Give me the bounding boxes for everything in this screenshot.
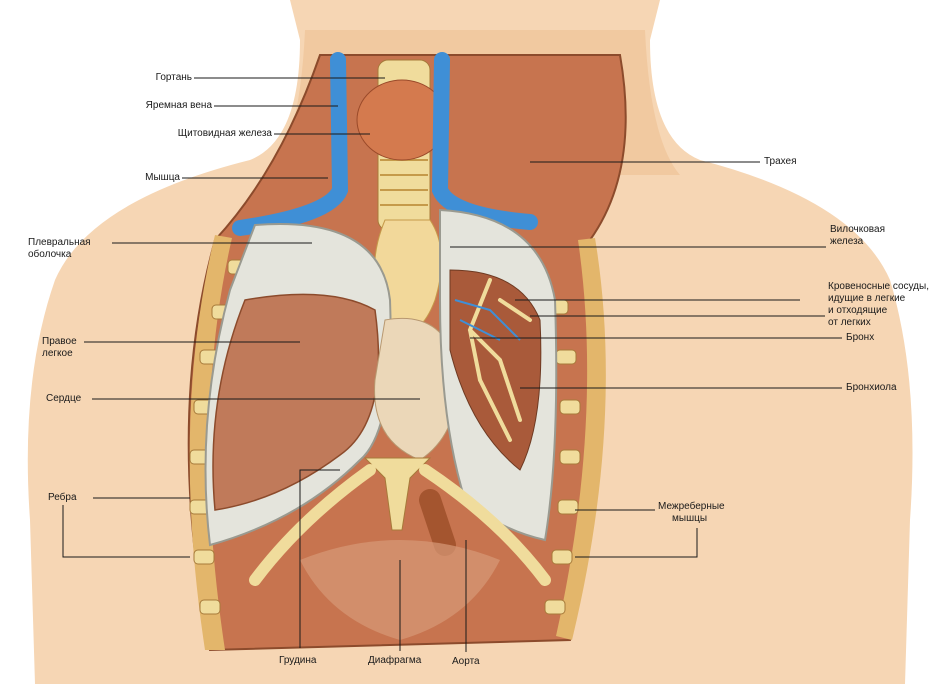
left-rib-strip (189, 235, 232, 650)
label-pleura-line2: оболочка (28, 249, 72, 260)
label-bronchus: Бронх (846, 332, 875, 343)
label-heart: Сердце (46, 393, 82, 404)
label-thymus-line1: Вилочковая (830, 224, 885, 235)
label-right-lung-line1: Правое (42, 336, 77, 347)
label-bronchiole: Бронхиола (846, 382, 897, 393)
right-lung (212, 293, 380, 511)
costal-arch-left (249, 464, 376, 586)
label-trachea: Трахея (764, 156, 797, 167)
label-jugular-vein: Яремная вена (145, 100, 212, 111)
label-vessels-line1: Кровеносные сосуды, (828, 281, 929, 292)
label-vessels-line4: от легких (828, 317, 871, 328)
bronchial-tree (467, 278, 532, 442)
sternum (363, 457, 432, 531)
label-intercostal-line2: мышцы (672, 513, 707, 524)
heart (374, 317, 458, 461)
label-right-lung-line2: легкое (42, 348, 73, 359)
costal-arch-right (419, 464, 551, 586)
label-diaphragm: Диафрагма (368, 655, 422, 666)
label-intercostal-line1: Межреберные (658, 501, 725, 512)
label-pleura-line1: Плевральная (28, 237, 91, 248)
aorta (419, 489, 456, 556)
label-larynx: Гортань (155, 72, 192, 83)
label-vessels-line3: и отходящие (828, 305, 888, 316)
right-ribs (544, 299, 581, 615)
label-thyroid: Щитовидная железа (177, 128, 272, 139)
label-ribs: Ребра (48, 492, 77, 503)
label-vessels-line2: идущие в легкие (828, 293, 906, 304)
lung-vessels (454, 299, 521, 341)
label-thymus-line2: железа (830, 236, 864, 247)
leader-lines (62, 77, 842, 652)
label-muscle: Мышца (145, 172, 180, 183)
jugular-vein-right (431, 52, 538, 230)
label-aorta: Аорта (452, 656, 480, 667)
label-sternum: Грудина (279, 655, 317, 666)
